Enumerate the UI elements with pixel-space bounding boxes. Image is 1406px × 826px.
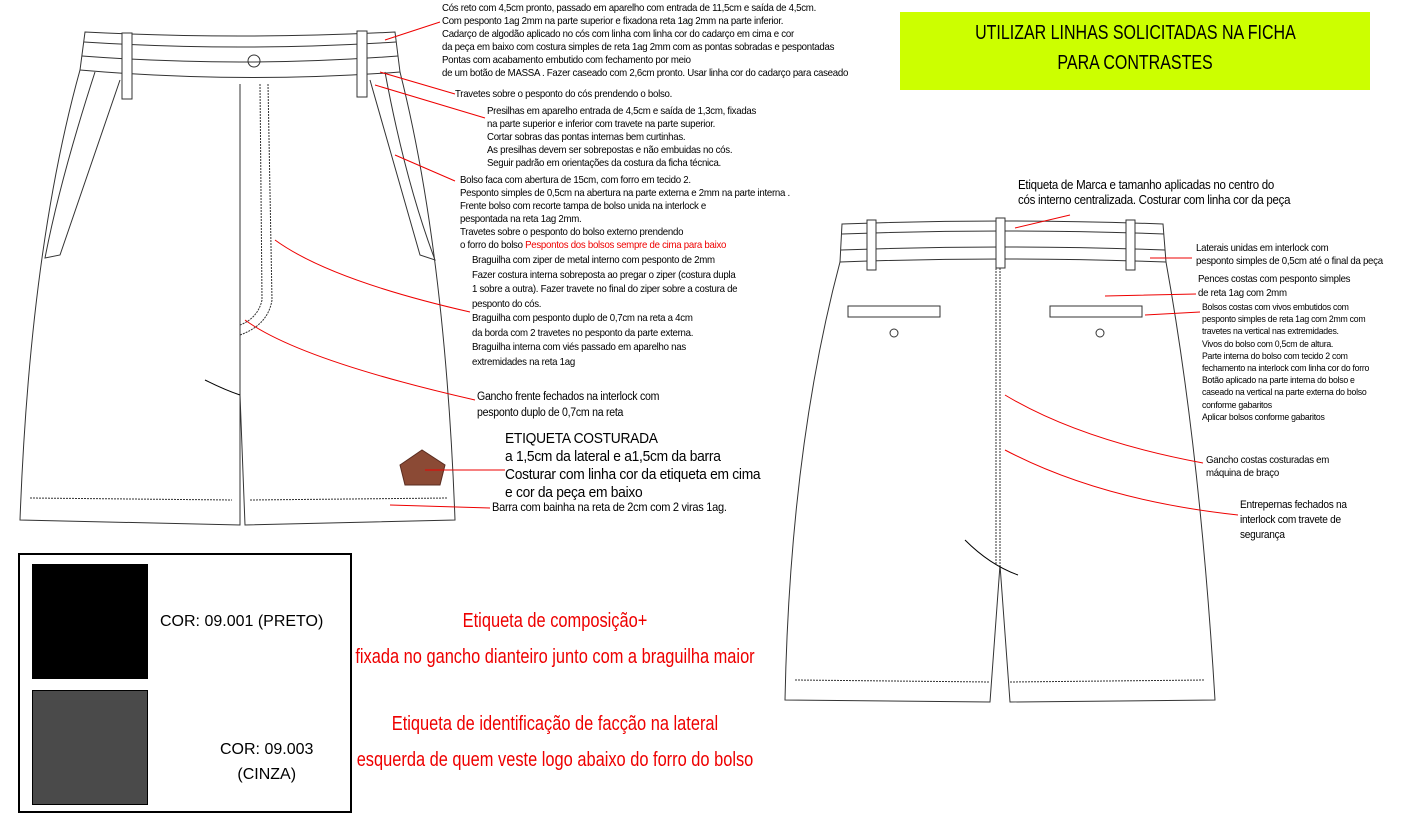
back-pockets-note: Bolsos costas com vivos embutidos com pe… xyxy=(1202,302,1369,424)
note-line: extremidades na reta 1ag xyxy=(472,355,575,368)
back-crotch-note: Gancho costas costuradas em máquina de b… xyxy=(1206,454,1329,480)
belt-loop-note: Presilhas em aparelho entrada de 4,5cm e… xyxy=(487,105,756,170)
red-note: Pespontos dos bolsos sempre de cima para… xyxy=(525,239,727,251)
waistband-note: Cós reto com 4,5cm pronto, passado em ap… xyxy=(442,2,848,80)
color-code: COR: 09.003 xyxy=(220,741,314,758)
leather-patch xyxy=(399,449,446,486)
note-line: segurança xyxy=(1240,529,1285,541)
note-line: Etiqueta de Marca e tamanho aplicadas no… xyxy=(1018,178,1274,192)
factory-label-note: Etiqueta de identificação de facção na l… xyxy=(342,706,768,778)
banner-line: UTILIZAR LINHAS SOLICITADAS NA FICHA xyxy=(974,22,1296,44)
note-line: Fazer costura interna sobreposta ao preg… xyxy=(472,268,736,281)
note-line: de reta 1ag com 2mm xyxy=(1198,287,1287,299)
inseam-note: Entrepernas fechados na interlock com tr… xyxy=(1240,498,1347,543)
note-line: Presilhas em aparelho entrada de 4,5cm e… xyxy=(487,105,757,117)
note-line: o forro do bolso xyxy=(460,239,526,251)
note-line: Braguilha com pesponto duplo de 0,7cm na… xyxy=(472,312,693,324)
note-line: e cor da peça em baixo xyxy=(505,484,643,501)
note-line: conforme gabaritos xyxy=(1202,399,1272,411)
swatch-black xyxy=(32,564,148,679)
note-line: Pesponto simples de 0,5cm na abertura na… xyxy=(460,187,790,199)
color-label: COR: 09.003 (CINZA) xyxy=(220,737,313,787)
note-line: Pontas com acabamento embutido com fecha… xyxy=(442,54,691,66)
note-line: cós interno centralizada. Costurar com l… xyxy=(1018,193,1291,207)
note-line: Travetes sobre o pesponto do bolso exter… xyxy=(460,226,684,238)
bartack-note: Travetes sobre o pesponto do cós prenden… xyxy=(455,88,673,100)
darts-note: Pences costas com pesponto simples de re… xyxy=(1198,272,1351,300)
note-line: de um botão de MASSA . Fazer caseado com… xyxy=(442,67,849,79)
note-line: Cós reto com 4,5cm pronto, passado em ap… xyxy=(442,2,816,14)
color-swatch-panel: COR: 09.001 (PRETO) COR: 09.003 (CINZA) xyxy=(18,553,352,813)
front-shorts-drawing xyxy=(19,30,456,526)
note-line: travetes na vertical nas extremidades. xyxy=(1202,326,1339,338)
note-line: Bolsos costas com vivos embutidos com xyxy=(1202,302,1349,313)
note-line: na parte superior e inferior com travete… xyxy=(487,118,716,130)
pocket-note: Bolso faca com abertura de 15cm, com for… xyxy=(460,174,790,252)
note-line: caseado na vertical na parte externa do … xyxy=(1202,387,1367,399)
note-line: ETIQUETA COSTURADA xyxy=(505,430,658,447)
hem-note: Barra com bainha na reta de 2cm com 2 vi… xyxy=(492,500,727,514)
note-line: As presilhas devem ser sobrepostas e não… xyxy=(487,144,733,156)
composition-label-note: Etiqueta de composição+ fixada no gancho… xyxy=(342,603,768,675)
note-line: Gancho frente fechados na interlock com xyxy=(477,391,660,403)
banner-line: PARA CONTRASTES xyxy=(1057,52,1213,74)
note-line: Etiqueta de composição+ xyxy=(462,610,648,632)
note-line: pesponto do cós. xyxy=(472,297,542,310)
swatch-gray xyxy=(32,690,148,805)
note-line: Seguir padrão em orientações da costura … xyxy=(487,157,721,169)
note-line: Cortar sobras das pontas internas bem cu… xyxy=(487,131,686,143)
note-line: máquina de braço xyxy=(1206,467,1279,479)
sides-note: Laterais unidas em interlock com pespont… xyxy=(1196,242,1383,268)
brand-label-note: Etiqueta de Marca e tamanho aplicadas no… xyxy=(1018,178,1290,208)
note-line: fechamento na interlock com linha cor do… xyxy=(1202,363,1370,375)
note-line: 1 sobre a outra). Fazer travete no final… xyxy=(472,283,738,295)
color-name: (CINZA) xyxy=(237,766,297,783)
color-label: COR: 09.001 (PRETO) xyxy=(160,613,324,630)
note-line: a 1,5cm da lateral e a1,5cm da barra xyxy=(505,448,721,465)
note-line: interlock com travete de xyxy=(1240,514,1341,526)
callout-arrows xyxy=(244,21,1239,516)
back-shorts-drawing xyxy=(784,217,1216,703)
fly-note: Braguilha com ziper de metal interno com… xyxy=(472,253,738,369)
note-line: Gancho costas costuradas em xyxy=(1206,454,1330,466)
note-line: Com pesponto 1ag 2mm na parte superior e… xyxy=(442,15,784,27)
note-line: fixada no gancho dianteiro junto com a b… xyxy=(355,646,755,668)
note-line: Aplicar bolsos conforme gabaritos xyxy=(1202,411,1325,423)
note-line: Entrepernas fechados na xyxy=(1240,499,1347,511)
note-line: Laterais unidas em interlock com xyxy=(1196,242,1329,254)
note-line: Costurar com linha cor da etiqueta em ci… xyxy=(505,466,761,483)
note-line: Vivos do bolso com 0,5cm de altura. xyxy=(1202,338,1334,350)
note-line: Braguilha com ziper de metal interno com… xyxy=(472,254,715,266)
note-line: Etiqueta de identificação de facção na l… xyxy=(391,713,719,735)
note-line: Bolso faca com abertura de 15cm, com for… xyxy=(460,174,691,186)
note-line: pesponto duplo de 0,7cm na reta xyxy=(477,407,624,419)
note-line: Parte interna do bolso com tecido 2 com xyxy=(1202,350,1348,362)
sewn-label-note: ETIQUETA COSTURADA a 1,5cm da lateral e … xyxy=(505,430,761,502)
contrast-thread-banner: UTILIZAR LINHAS SOLICITADAS NA FICHA PAR… xyxy=(900,12,1370,90)
note-line: pesponto simples de 0,5cm até o final da… xyxy=(1196,255,1383,267)
note-line: Frente bolso com recorte tampa de bolso … xyxy=(460,200,707,212)
note-line: esquerda de quem veste logo abaixo do fo… xyxy=(356,749,754,771)
front-crotch-note: Gancho frente fechados na interlock com … xyxy=(477,389,659,421)
note-line: Pences costas com pesponto simples xyxy=(1198,273,1351,285)
note-line: Cadarço de algodão aplicado no cós com l… xyxy=(442,28,794,40)
note-line: da peça em baixo com costura simples de … xyxy=(442,41,835,53)
note-line: pesponto simples de reta 1ag com 2mm com xyxy=(1202,314,1366,326)
note-line: Braguilha interna com viés passado em ap… xyxy=(472,341,686,353)
note-line: Botão aplicado na parte interna do bolso… xyxy=(1202,375,1355,387)
note-line: da borda com 2 travetes no pesponto da p… xyxy=(472,326,694,339)
note-line: pespontada na reta 1ag 2mm. xyxy=(460,213,582,225)
